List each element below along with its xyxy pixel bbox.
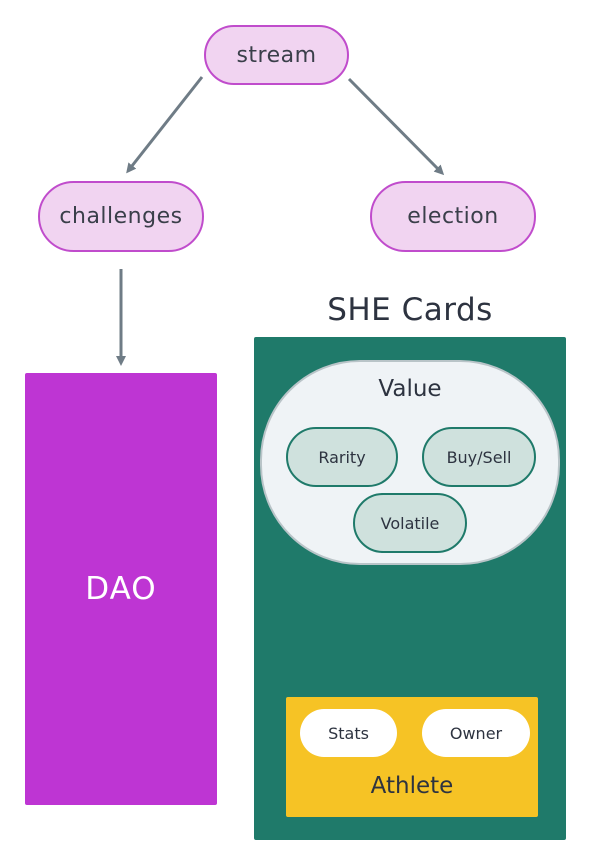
- value-title: Value: [378, 376, 442, 402]
- election-node: election: [370, 181, 536, 252]
- volatile-node: Volatile: [353, 493, 467, 553]
- challenges-node: challenges: [38, 181, 204, 252]
- athlete-title: Athlete: [370, 773, 454, 799]
- dao-label: DAO: [85, 571, 157, 607]
- she-cards-title: SHE Cards: [327, 292, 493, 328]
- arrow-stream-to-election: [347, 77, 445, 176]
- arrow-stream-to-challenges: [126, 76, 204, 174]
- rarity-node: Rarity: [286, 427, 398, 487]
- stats-node: Stats: [300, 709, 397, 757]
- dao-block: DAO: [25, 373, 217, 805]
- owner-node: Owner: [422, 709, 530, 757]
- stream-node: stream: [204, 25, 349, 85]
- buy-sell-node: Buy/Sell: [422, 427, 536, 487]
